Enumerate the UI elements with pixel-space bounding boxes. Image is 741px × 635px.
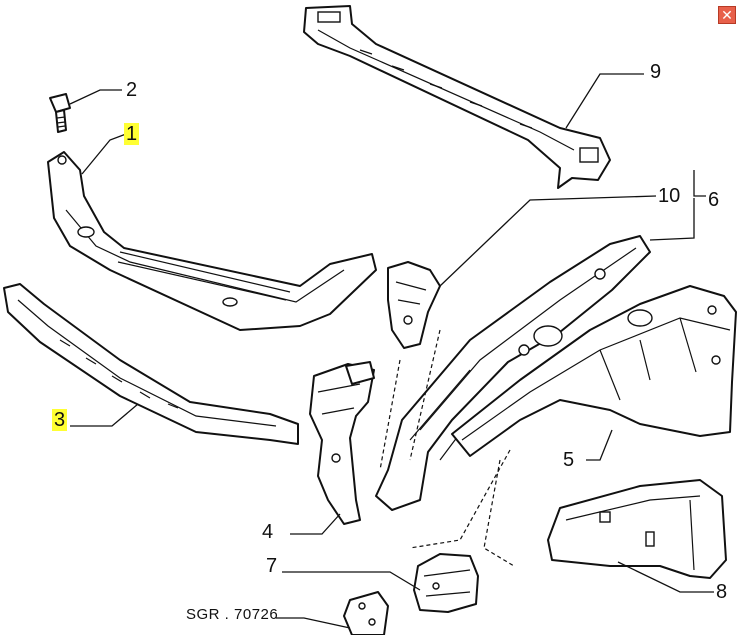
part-5-wheelhouse [451, 285, 737, 457]
part-8-lower-mount [547, 479, 727, 579]
callout-10-label: 10 [658, 185, 681, 207]
callout-4-label: 4 [262, 521, 274, 543]
callout-10[interactable]: 10 [658, 186, 680, 206]
part-2-bolt [49, 93, 71, 133]
callout-7-label: 7 [266, 555, 278, 577]
callout-6-label: 6 [708, 189, 720, 211]
part-9-upper-crossmember [303, 5, 611, 189]
part-4-vertical-bracket [309, 361, 375, 525]
callout-5-label: 5 [563, 449, 575, 471]
callout-3[interactable]: 3 [52, 409, 68, 431]
callout-2[interactable]: 2 [126, 80, 137, 100]
callout-1[interactable]: 1 [124, 123, 140, 145]
callout-1-label: 1 [124, 123, 140, 145]
leader-lines [69, 73, 714, 629]
callout-3-label: 3 [52, 409, 68, 431]
callout-5[interactable]: 5 [563, 450, 574, 470]
callout-8-label: 8 [716, 581, 728, 603]
part-10-bracket [387, 261, 441, 349]
part-bottom-partial-bracket [343, 591, 389, 635]
close-button[interactable]: ✕ [718, 6, 736, 24]
part-3-front-beam [3, 283, 299, 445]
callout-2-label: 2 [126, 79, 138, 101]
part-7-small-mount [413, 553, 479, 613]
callout-9[interactable]: 9 [650, 62, 661, 82]
callout-8[interactable]: 8 [716, 582, 727, 602]
callout-9-label: 9 [650, 61, 662, 83]
close-icon: ✕ [721, 7, 733, 23]
part-1-lower-beam [47, 151, 377, 331]
diagram-reference-code: SGR . 70726 [186, 606, 279, 623]
part-6-side-rail [375, 235, 651, 511]
callout-7[interactable]: 7 [266, 556, 277, 576]
callout-4[interactable]: 4 [262, 522, 273, 542]
callout-6[interactable]: 6 [708, 190, 719, 210]
